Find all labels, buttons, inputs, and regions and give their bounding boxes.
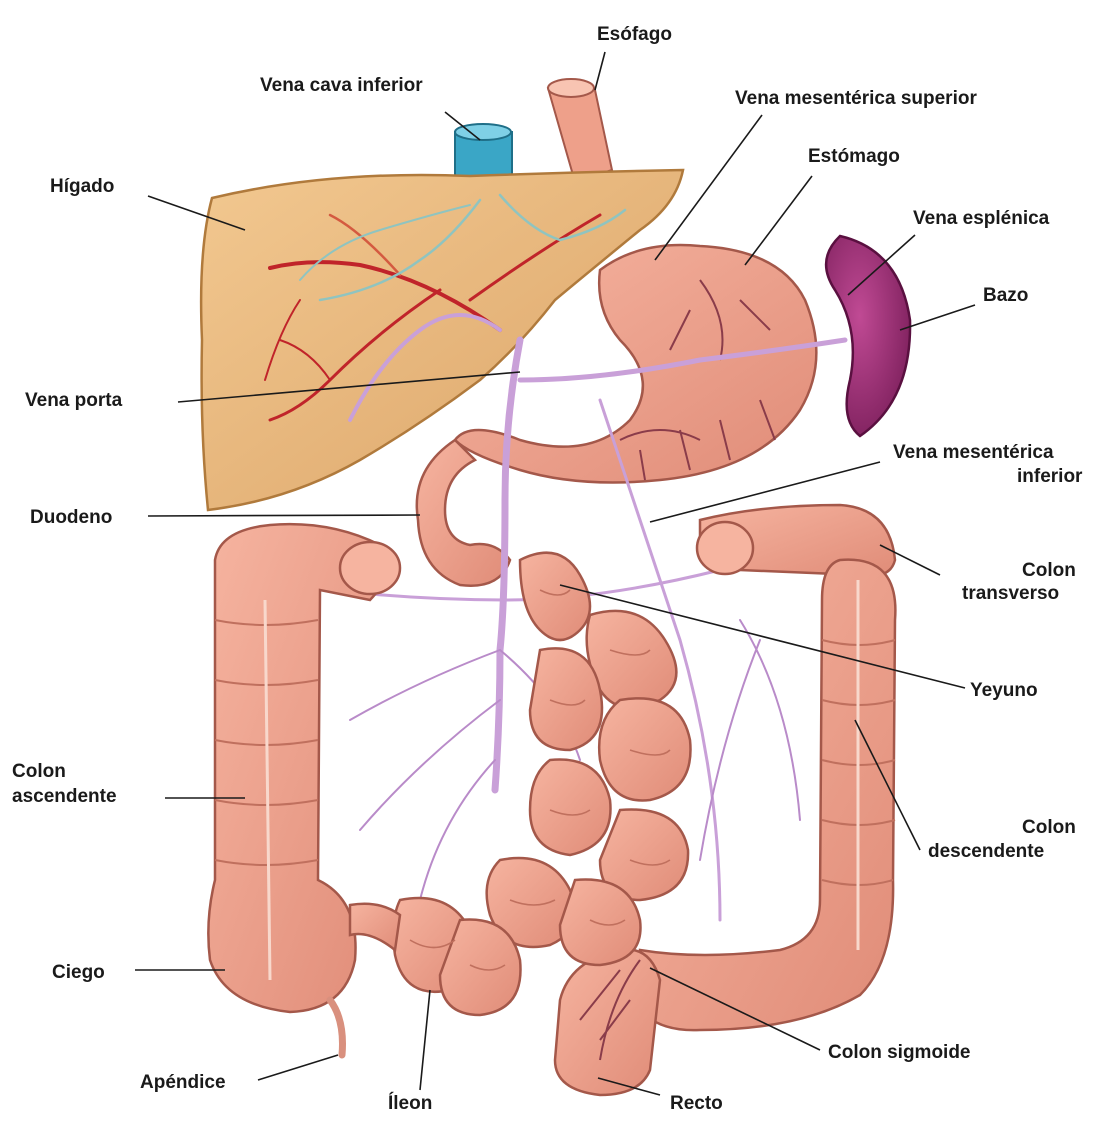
label-vena-cava-inferior: Vena cava inferior [260,75,423,96]
label-higado: Hígado [50,176,114,197]
ascending-colon-shape [208,524,385,1012]
label-colon-ascendente-2: ascendente [12,786,117,807]
label-bazo: Bazo [983,285,1028,306]
appendix-shape [330,1000,343,1055]
label-yeyuno: Yeyuno [970,680,1038,701]
label-vena-esplenica: Vena esplénica [913,208,1050,229]
esophagus-opening [548,79,594,97]
rectum-shape [555,949,660,1095]
label-colon-ascendente-1: Colon [12,761,66,782]
label-ciego: Ciego [52,962,105,983]
label-vena-porta: Vena porta [25,390,123,411]
label-colon-sigmoide: Colon sigmoide [828,1042,971,1063]
spleen-shape [826,236,910,436]
label-recto: Recto [670,1093,723,1114]
esophagus-shape [548,83,612,182]
label-duodeno: Duodeno [30,507,112,528]
transverse-colon-cut-left [340,542,400,594]
label-colon-descendente-2: descendente [928,841,1044,862]
label-colon-descendente-1: Colon [1022,817,1076,838]
label-colon-transverso-2: transverso [962,583,1059,604]
transverse-colon-cut-right [697,522,753,574]
label-vena-mesenterica-inferior-1: Vena mesentérica [893,442,1054,463]
label-esofago: Esófago [597,24,672,45]
small-intestine [350,553,691,1015]
label-vena-mesenterica-superior: Vena mesentérica superior [735,88,977,109]
label-colon-transverso-1: Colon [1022,560,1076,581]
label-estomago: Estómago [808,146,900,167]
label-vena-mesenterica-inferior-2: inferior [1017,466,1083,487]
label-ileon: Íleon [388,1092,432,1114]
label-apendice: Apéndice [140,1072,226,1093]
